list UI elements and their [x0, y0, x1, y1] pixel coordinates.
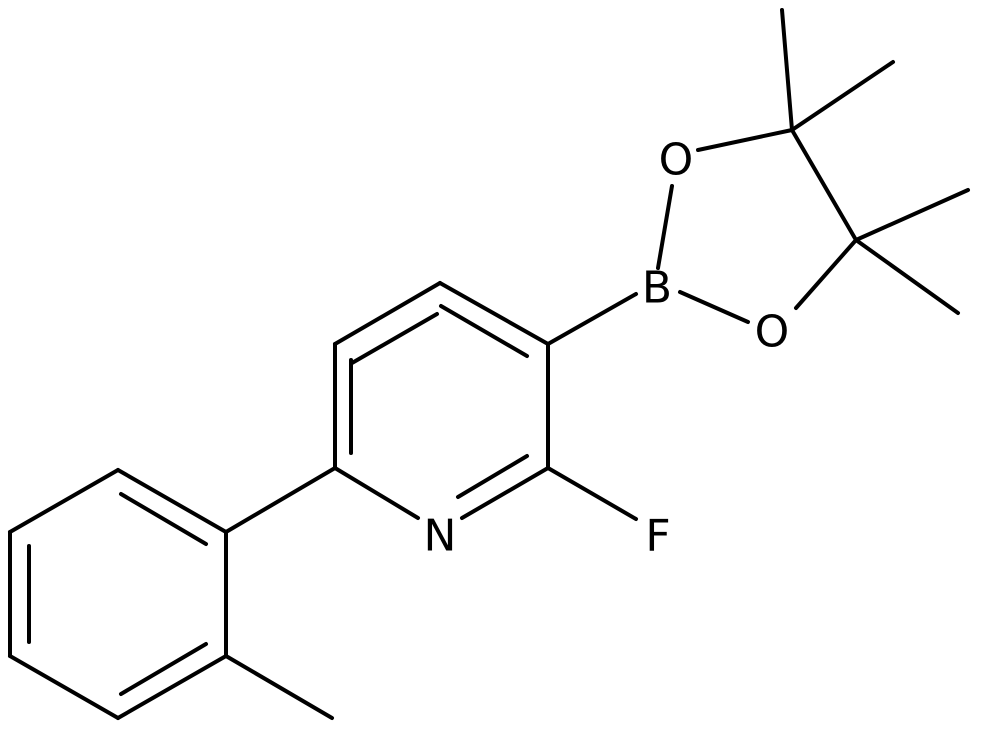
- bond-t4-t5: [8, 654, 120, 720]
- bond-o-upper-c: [696, 128, 794, 152]
- bond-methyl-4: [854, 238, 960, 315]
- oxygen-lower-atom-label: O: [755, 307, 790, 358]
- bond-b-o-upper: [656, 184, 674, 270]
- bond-c5-c4: [438, 281, 550, 346]
- bond-c-o-lower: [794, 238, 858, 310]
- oxygen-upper-atom-label: O: [659, 135, 694, 186]
- bond-c4-b: [546, 292, 638, 346]
- bond-methyl-1: [780, 8, 794, 132]
- bond-c6-c5-inner: [350, 312, 439, 365]
- bond-n-c2: [333, 466, 420, 520]
- bond-t5-t6: [116, 654, 228, 720]
- bond-t1-t2: [116, 468, 228, 534]
- fluorine-atom-label: F: [645, 511, 670, 562]
- bond-t1-t2-inner: [119, 492, 208, 546]
- pyridine-ring: [333, 281, 550, 520]
- dioxaborolane-ring: [656, 8, 970, 324]
- bond-o-lower-b: [678, 290, 750, 324]
- bond-t2-t3: [8, 468, 120, 534]
- bond-c3-n-inner: [456, 454, 529, 499]
- bond-c2-aryl: [224, 466, 337, 534]
- bond-c3-n: [460, 466, 550, 520]
- bond-t6-methyl: [224, 654, 334, 720]
- bond-c-c: [790, 128, 858, 242]
- bond-c5-c4-inner: [439, 304, 529, 358]
- bond-c6-c5: [333, 281, 442, 346]
- bond-methyl-2: [790, 60, 895, 132]
- bond-c3-f: [546, 466, 638, 521]
- bond-t5-t6-inner: [119, 642, 208, 696]
- nitrogen-atom-label: N: [424, 511, 457, 562]
- tolyl-ring: [8, 468, 334, 720]
- boron-atom-label: B: [642, 263, 672, 314]
- bond-methyl-3: [854, 188, 970, 242]
